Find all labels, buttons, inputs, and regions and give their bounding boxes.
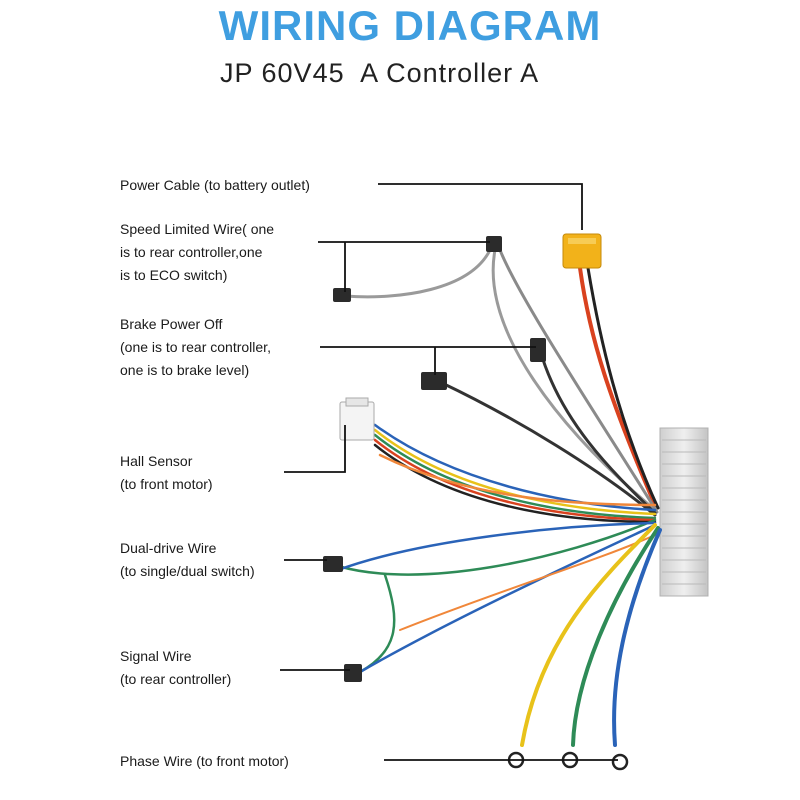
- label-brake-line-3: one is to brake level): [120, 362, 250, 378]
- label-phase-line: Phase Wire (to front motor): [120, 753, 289, 769]
- xt60-power-connector: [562, 233, 602, 269]
- diagram-title: WIRING DIAGRAM: [218, 2, 602, 49]
- label-signal-wire: Signal Wire (to rear controller): [120, 645, 231, 691]
- controller-body: [659, 427, 709, 597]
- label-speed-limited-wire: Speed Limited Wire( one is to rear contr…: [120, 218, 274, 287]
- dual-drive-connector: [323, 556, 343, 572]
- brake-connector-right: [530, 338, 546, 362]
- label-phase-wire: Phase Wire (to front motor): [120, 750, 289, 773]
- label-hall-line-1: Hall Sensor: [120, 453, 193, 469]
- label-power-cable: Power Cable (to battery outlet): [120, 174, 310, 197]
- controller-model-subtitle: JP 60V45 A Controller A: [220, 58, 540, 88]
- label-hall-sensor: Hall Sensor (to front motor): [120, 450, 213, 496]
- phase-ring-terminals: [507, 751, 629, 771]
- speed-connector-top: [486, 236, 502, 252]
- leader-lines: [280, 183, 618, 761]
- label-speed-line-3: is to ECO switch): [120, 267, 228, 283]
- label-dual-drive-wire: Dual-drive Wire (to single/dual switch): [120, 537, 255, 583]
- hall-sensor-connector: [339, 397, 375, 441]
- signal-connector: [344, 664, 362, 682]
- label-brake-power-off: Brake Power Off (one is to rear controll…: [120, 313, 271, 382]
- label-brake-line-2: (one is to rear controller,: [120, 339, 271, 355]
- wire-bundle: [336, 248, 662, 747]
- label-signal-line-1: Signal Wire: [120, 648, 192, 664]
- label-speed-line-1: Speed Limited Wire( one: [120, 221, 275, 237]
- label-dual-line-2: (to single/dual switch): [120, 563, 255, 579]
- brake-connector-left: [421, 372, 447, 390]
- speed-connector-left: [333, 288, 351, 302]
- label-hall-line-2: (to front motor): [120, 476, 213, 492]
- small-connectors: [323, 236, 546, 682]
- label-signal-line-2: (to rear controller): [120, 671, 232, 687]
- label-dual-line-1: Dual-drive Wire: [120, 540, 217, 556]
- label-speed-line-2: is to rear controller,one: [120, 244, 263, 260]
- label-brake-line-1: Brake Power Off: [120, 316, 223, 332]
- label-power-cable-line: Power Cable (to battery outlet): [120, 177, 310, 193]
